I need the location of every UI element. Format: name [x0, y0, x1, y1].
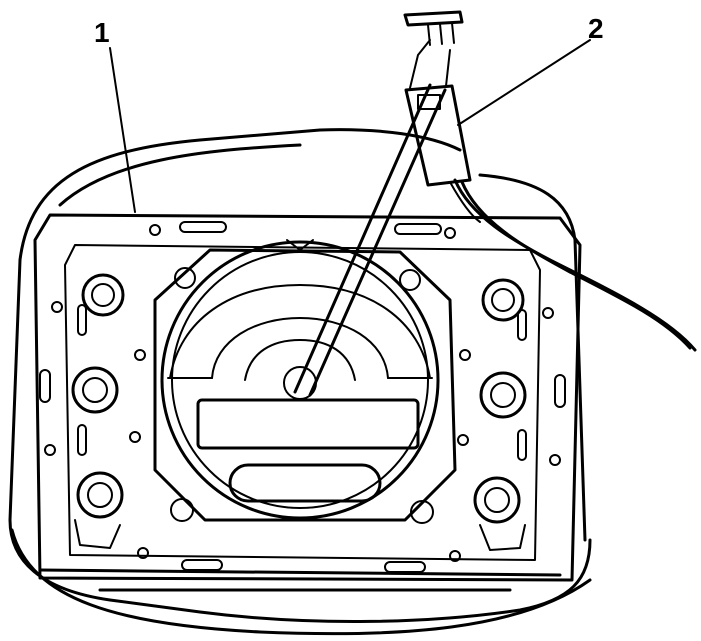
callout-1: 1 [94, 17, 110, 48]
base-plate [33, 213, 582, 582]
leader-lines [109, 39, 591, 213]
mounting-studs [71, 273, 527, 551]
connector-harness [403, 10, 697, 352]
callout-2: 2 [588, 13, 604, 44]
release-tool [293, 83, 447, 397]
inflator-module [153, 239, 457, 524]
outer-cover [8, 128, 592, 636]
